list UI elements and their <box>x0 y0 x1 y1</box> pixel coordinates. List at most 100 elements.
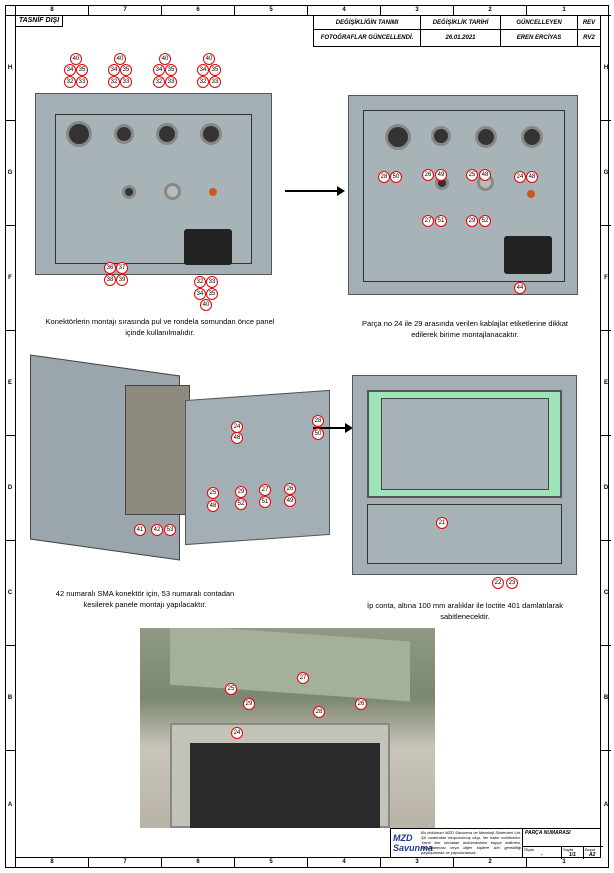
title-block: MZD Savunma Bu doküman MZD Savunma ve Me… <box>390 828 603 859</box>
column-number: 1 <box>526 6 601 16</box>
scale-value: - <box>541 852 543 858</box>
column-number: 1 <box>526 858 601 868</box>
sheet-value: 1/1 <box>569 852 576 858</box>
part-balloon: 35 <box>209 64 221 76</box>
column-number: 7 <box>88 858 161 868</box>
column-number: 4 <box>307 6 380 16</box>
row-letter: A <box>5 750 15 858</box>
part-balloon: 26 <box>284 483 296 495</box>
part-balloon: 33 <box>165 76 177 88</box>
part-balloon: 37 <box>116 262 128 274</box>
part-balloon: 51 <box>259 496 271 508</box>
part-balloon: 26 <box>355 698 367 710</box>
part-balloon: 23 <box>506 577 518 589</box>
part-balloon: 35 <box>206 288 218 300</box>
part-balloon: 32 <box>108 76 120 88</box>
part-balloon: 27 <box>297 672 309 684</box>
part-balloon: 22 <box>492 577 504 589</box>
row-letter: F <box>601 225 611 330</box>
part-balloon: 40 <box>70 53 82 65</box>
rev-header: DEĞİŞİKLİK TARİHİ <box>420 15 501 30</box>
part-balloon: 35 <box>165 64 177 76</box>
column-number: 8 <box>15 858 88 868</box>
column-number: 6 <box>161 6 234 16</box>
part-balloon: 50 <box>312 428 324 440</box>
classification-label: TASNİF DIŞI <box>15 15 63 27</box>
row-letter: F <box>5 225 15 330</box>
part-balloon: 21 <box>436 517 448 529</box>
part-balloon: 39 <box>116 274 128 286</box>
drawing-border <box>15 15 601 858</box>
row-letter: B <box>601 645 611 750</box>
caption-step4: İp conta, altına 100 mm aralıklar ile lo… <box>367 601 563 621</box>
scale-label: Ölçek <box>524 847 535 852</box>
size-value: A2 <box>589 852 596 858</box>
part-balloon: 34 <box>194 288 206 300</box>
column-number: 2 <box>453 6 526 16</box>
part-balloon: 49 <box>435 169 447 181</box>
panel-rear-view <box>35 93 272 275</box>
part-balloon: 48 <box>231 432 243 444</box>
part-balloon: 32 <box>197 76 209 88</box>
part-balloon: 34 <box>197 64 209 76</box>
part-balloon: 52 <box>235 498 247 510</box>
rev-cell: FOTOĞRAFLAR GÜNCELLENDİ. <box>313 29 421 47</box>
part-balloon: 34 <box>153 64 165 76</box>
copyright-notice: Bu doküman MZD Savunma ve Metalurji Sist… <box>421 830 521 855</box>
part-balloon: 25 <box>225 683 237 695</box>
row-letter: H <box>5 15 15 120</box>
part-balloon: 25 <box>207 487 219 499</box>
part-balloon: 33 <box>120 76 132 88</box>
row-letter: C <box>601 540 611 645</box>
rev-cell: EREN ERCİYAS <box>500 29 578 47</box>
row-letter: H <box>601 15 611 120</box>
part-balloon: 40 <box>114 53 126 65</box>
part-balloon: 24 <box>514 171 526 183</box>
row-letter: E <box>601 330 611 435</box>
part-balloon: 24 <box>231 727 243 739</box>
part-balloon: 34 <box>108 64 120 76</box>
column-number: 3 <box>380 858 453 868</box>
rev-cell: RV2 <box>577 29 601 47</box>
rev-header: DEĞİŞİKLİĞİN TANIMI <box>313 15 421 30</box>
enclosure-cabling <box>125 385 190 515</box>
part-balloon: 34 <box>64 64 76 76</box>
part-balloon: 51 <box>435 215 447 227</box>
part-balloon: 28 <box>378 171 390 183</box>
part-balloon: 40 <box>203 53 215 65</box>
part-balloon: 35 <box>120 64 132 76</box>
caption-step2: Parça no 24 ile 29 arasında verilen kabl… <box>362 319 568 339</box>
rev-header: GÜNCELLEYEN <box>500 15 578 30</box>
row-letter: D <box>5 435 15 540</box>
part-balloon: 50 <box>390 171 402 183</box>
row-letter: B <box>5 645 15 750</box>
row-letter: C <box>5 540 15 645</box>
caption-step3: 42 numaralı SMA konektör için, 53 numara… <box>55 589 235 609</box>
part-balloon: 29 <box>235 486 247 498</box>
enclosure-top-view <box>352 375 577 575</box>
row-letter: A <box>601 750 611 858</box>
part-balloon: 33 <box>209 76 221 88</box>
column-number: 8 <box>15 6 88 16</box>
arrow-icon <box>285 186 345 196</box>
part-balloon: 52 <box>479 215 491 227</box>
part-balloon: 28 <box>312 415 324 427</box>
row-letter: G <box>601 120 611 225</box>
part-balloon: 48 <box>207 500 219 512</box>
part-balloon: 42 <box>151 524 163 536</box>
row-letter: G <box>5 120 15 225</box>
front-panel-iso <box>185 389 330 546</box>
part-balloon: 33 <box>76 76 88 88</box>
column-number: 4 <box>307 858 380 868</box>
column-number: 3 <box>380 6 453 16</box>
column-number: 2 <box>453 858 526 868</box>
size-label: Boyut <box>583 847 595 859</box>
rev-cell: 26.01.2021 <box>420 29 501 47</box>
part-balloon: 27 <box>422 215 434 227</box>
panel-front-view <box>348 95 578 295</box>
part-balloon: 32 <box>194 276 206 288</box>
part-balloon: 32 <box>153 76 165 88</box>
part-balloon: 28 <box>313 706 325 718</box>
column-number: 5 <box>234 6 307 16</box>
part-balloon: 29 <box>243 698 255 710</box>
